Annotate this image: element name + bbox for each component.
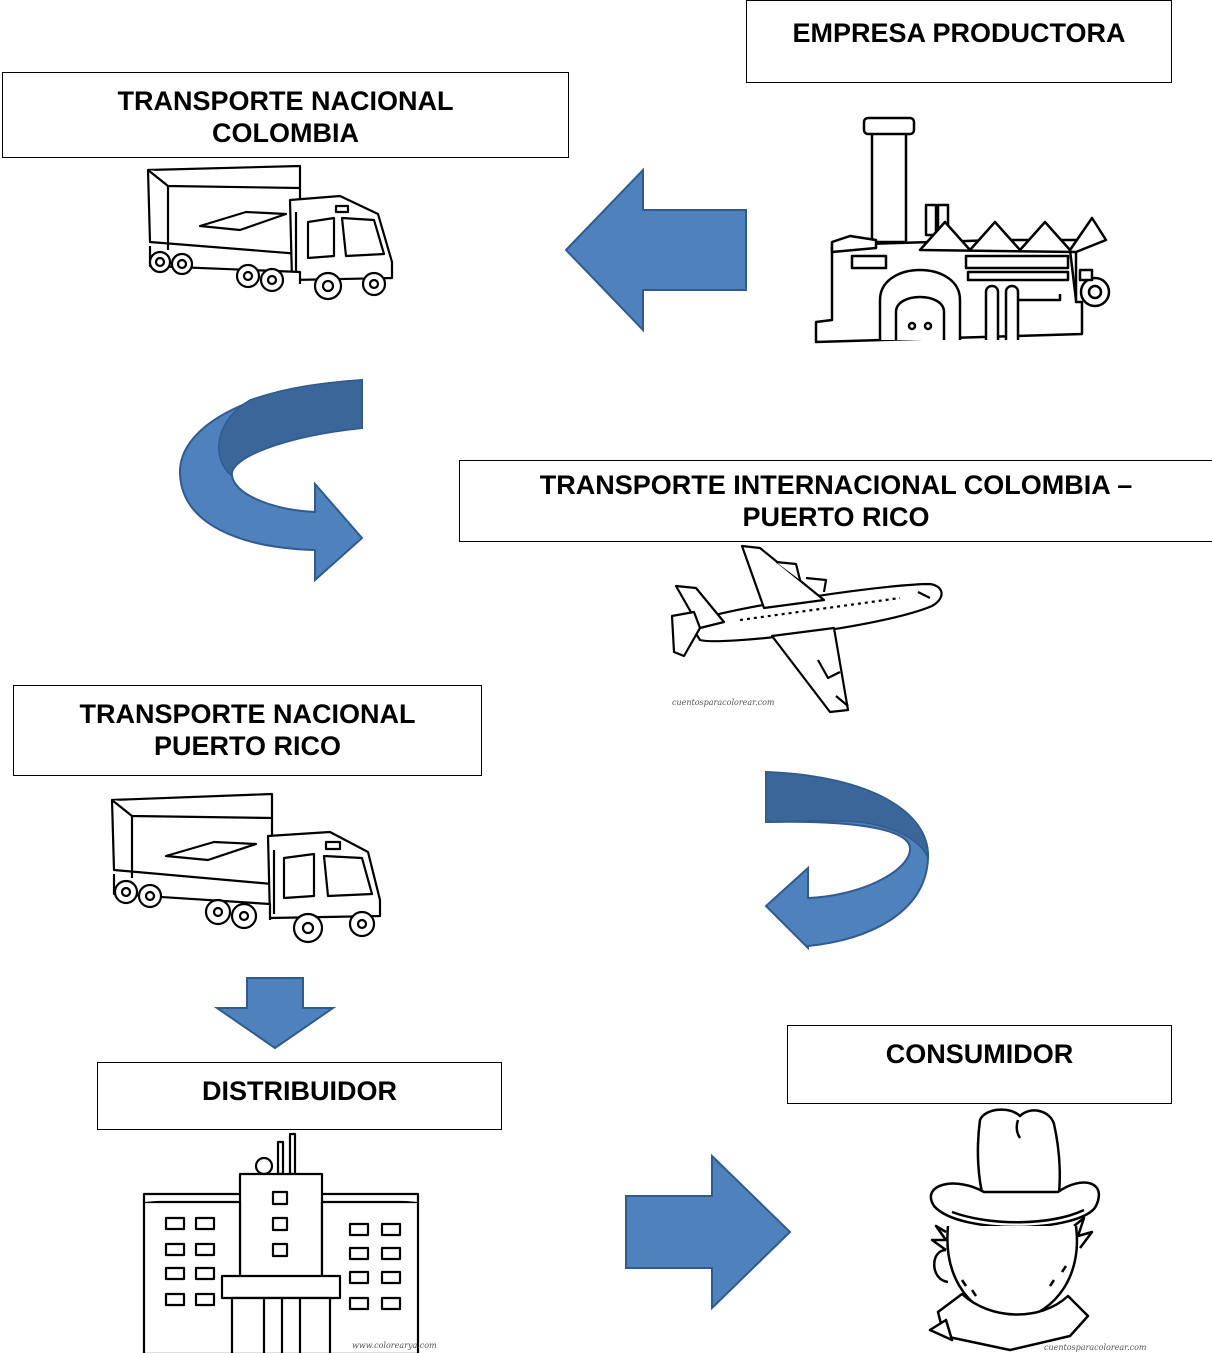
- node-label-line: COLOMBIA: [212, 118, 359, 148]
- node-label-line: PUERTO RICO: [153, 731, 342, 761]
- node-transporte-nacional-colombia: TRANSPORTE NACIONAL COLOMBIA: [2, 72, 569, 158]
- node-label-line: DISTRIBUIDOR: [202, 1076, 397, 1106]
- consumer-watermark: cuentosparacolorear.com: [1044, 1343, 1147, 1352]
- building-icon: [142, 1132, 420, 1353]
- airplane-icon: [670, 544, 943, 714]
- node-label-line: TRANSPORTE INTERNACIONAL COLOMBIA –: [539, 470, 1133, 500]
- node-transporte-internacional: TRANSPORTE INTERNACIONAL COLOMBIA – PUER…: [459, 460, 1212, 542]
- plane-watermark: cuentosparacolorear.com: [672, 698, 775, 707]
- node-label-line: EMPRESA PRODUCTORA: [792, 18, 1126, 48]
- factory-icon: [814, 116, 1111, 344]
- curved-arrow-1: [178, 378, 364, 583]
- node-consumidor: CONSUMIDOR: [787, 1025, 1172, 1104]
- building-watermark: www.colorearya.com: [352, 1341, 437, 1350]
- node-label-line: TRANSPORTE NACIONAL: [79, 699, 416, 729]
- node-transporte-nacional-puerto-rico: TRANSPORTE NACIONAL PUERTO RICO: [13, 685, 482, 776]
- cowboy-icon: [928, 1108, 1101, 1352]
- truck-icon: [110, 792, 382, 944]
- node-label-line: PUERTO RICO: [742, 502, 930, 532]
- node-label-line: CONSUMIDOR: [885, 1039, 1074, 1069]
- arrow-left: [564, 167, 747, 333]
- truck-icon: [146, 164, 394, 301]
- curved-arrow-2: [764, 770, 930, 951]
- node-empresa-productora: EMPRESA PRODUCTORA: [746, 0, 1172, 83]
- node-label-line: TRANSPORTE NACIONAL: [117, 86, 454, 116]
- arrow-right: [625, 1153, 792, 1311]
- node-distribuidor: DISTRIBUIDOR: [97, 1062, 502, 1130]
- arrow-down: [213, 977, 337, 1050]
